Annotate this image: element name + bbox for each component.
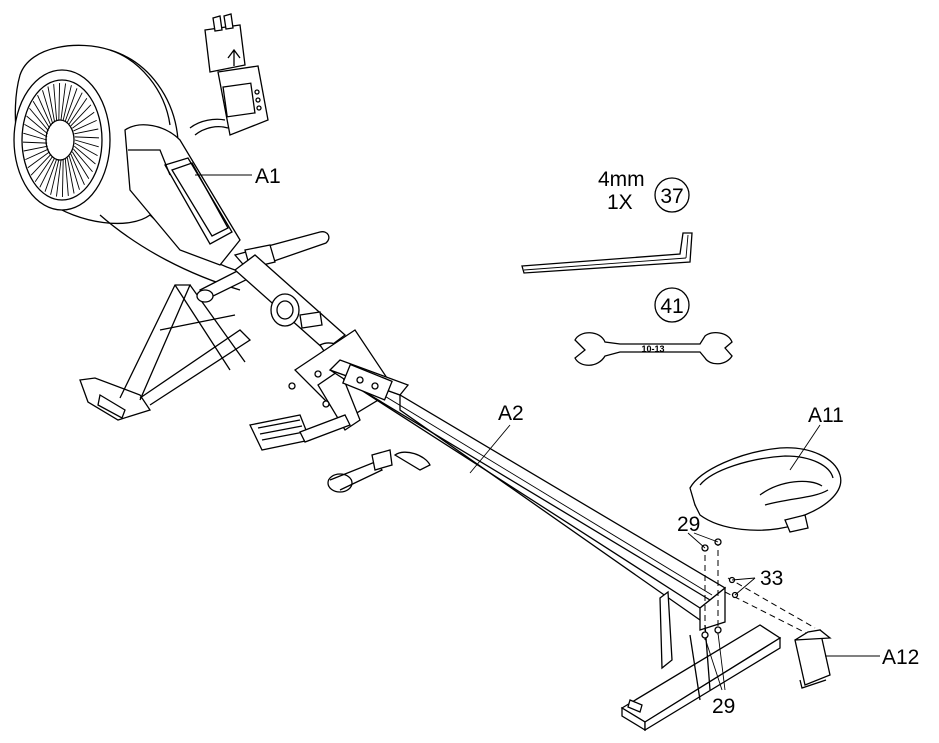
label-part-33: 33 (760, 567, 783, 590)
wrench-size-label: 10-13 (641, 344, 664, 354)
fan-housing (13, 44, 241, 291)
label-part-29-bottom: 29 (712, 695, 735, 718)
part-41-label: 41 (660, 295, 683, 318)
rear-stand (620, 624, 782, 732)
allen-qty-label: 1X (607, 191, 633, 214)
part-41-circle (654, 287, 690, 323)
end-cap (794, 629, 832, 689)
main-rail (328, 359, 727, 670)
allen-size-label: 4mm (598, 168, 645, 191)
part-37-label: 37 (660, 185, 683, 208)
seat (689, 447, 842, 533)
label-a1: A1 (255, 165, 281, 188)
label-a12: A12 (882, 646, 919, 669)
leader-lines (195, 174, 880, 691)
front-legs (79, 284, 252, 421)
console (189, 13, 269, 136)
wrench (574, 331, 733, 366)
allen-key (521, 232, 693, 274)
part-37-circle (654, 177, 690, 213)
label-a11: A11 (808, 404, 844, 427)
label-a2: A2 (498, 402, 524, 425)
label-part-29-top: 29 (677, 513, 700, 536)
